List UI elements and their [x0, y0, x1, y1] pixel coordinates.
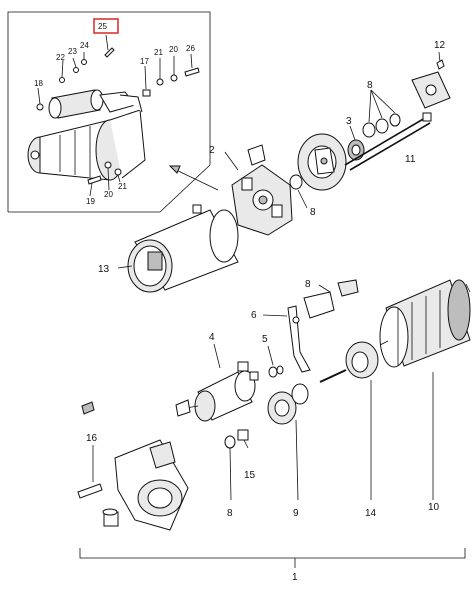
callout-2: 2	[209, 145, 215, 156]
washer-8-lower	[224, 435, 236, 501]
callout-8-pivot: 8	[305, 279, 311, 290]
callout-5: 5	[262, 334, 268, 345]
through-bolts-11	[344, 112, 432, 171]
callout-11: 11	[405, 154, 416, 165]
washer-set-8	[362, 113, 401, 138]
solenoid-switch-4	[175, 343, 259, 422]
callout-10: 10	[428, 502, 440, 513]
inset-assembled-view	[7, 11, 211, 213]
bearing-part-3	[347, 139, 365, 161]
callout-25: 25	[98, 22, 107, 31]
callout-24: 24	[80, 41, 89, 50]
callout-9: 9	[293, 508, 299, 519]
washer-8-upper	[289, 174, 303, 190]
nut-washers-5	[267, 345, 284, 378]
brush-holder-part-2	[231, 144, 293, 236]
planetary-gear-14	[319, 341, 379, 500]
callout-6: 6	[251, 310, 257, 321]
commutator-end-cover	[297, 133, 347, 191]
callout-21-top: 21	[154, 48, 163, 57]
callout-16: 16	[86, 433, 98, 444]
callout-15: 15	[244, 470, 256, 481]
inset-starter-motor	[27, 89, 146, 181]
callout-18: 18	[34, 79, 43, 88]
lever-pivot-8	[303, 279, 359, 319]
pinion-drive-9	[267, 383, 309, 501]
callout-8-washers: 8	[367, 80, 373, 91]
collar-15	[237, 429, 249, 449]
callout-3: 3	[346, 116, 352, 127]
callout-20-top: 20	[169, 45, 178, 54]
callout-14: 14	[365, 508, 377, 519]
armature-10	[379, 279, 471, 500]
yoke-housing-13	[117, 204, 239, 293]
assembly-arrow	[171, 167, 219, 191]
callout-12: 12	[434, 40, 446, 51]
assembly-arrow-head	[168, 165, 181, 174]
callout-8-upper: 8	[310, 207, 316, 218]
callout-1: 1	[292, 572, 298, 583]
callout-8-lower: 8	[227, 508, 233, 519]
callout-17: 17	[140, 57, 149, 66]
end-housing-group	[224, 51, 451, 236]
callout-labels: 25 22 23 24 18 17 21 20 26 19 20 21 12 8…	[34, 22, 446, 583]
callout-19: 19	[86, 197, 95, 206]
shift-lever-6	[262, 305, 311, 373]
callout-22: 22	[56, 53, 65, 62]
assembly-bracket-1	[79, 548, 466, 559]
callout-4: 4	[209, 332, 215, 343]
clip-7	[81, 401, 95, 415]
drive-end-housing	[77, 439, 189, 531]
callout-21-bottom: 21	[118, 182, 127, 191]
end-bracket-12	[411, 51, 451, 109]
highlight-box-25	[93, 18, 119, 34]
callout-23: 23	[68, 47, 77, 56]
inset-fasteners	[36, 34, 200, 197]
callout-13: 13	[98, 264, 110, 275]
callout-20-bottom: 20	[104, 190, 113, 199]
callout-26: 26	[186, 44, 195, 53]
